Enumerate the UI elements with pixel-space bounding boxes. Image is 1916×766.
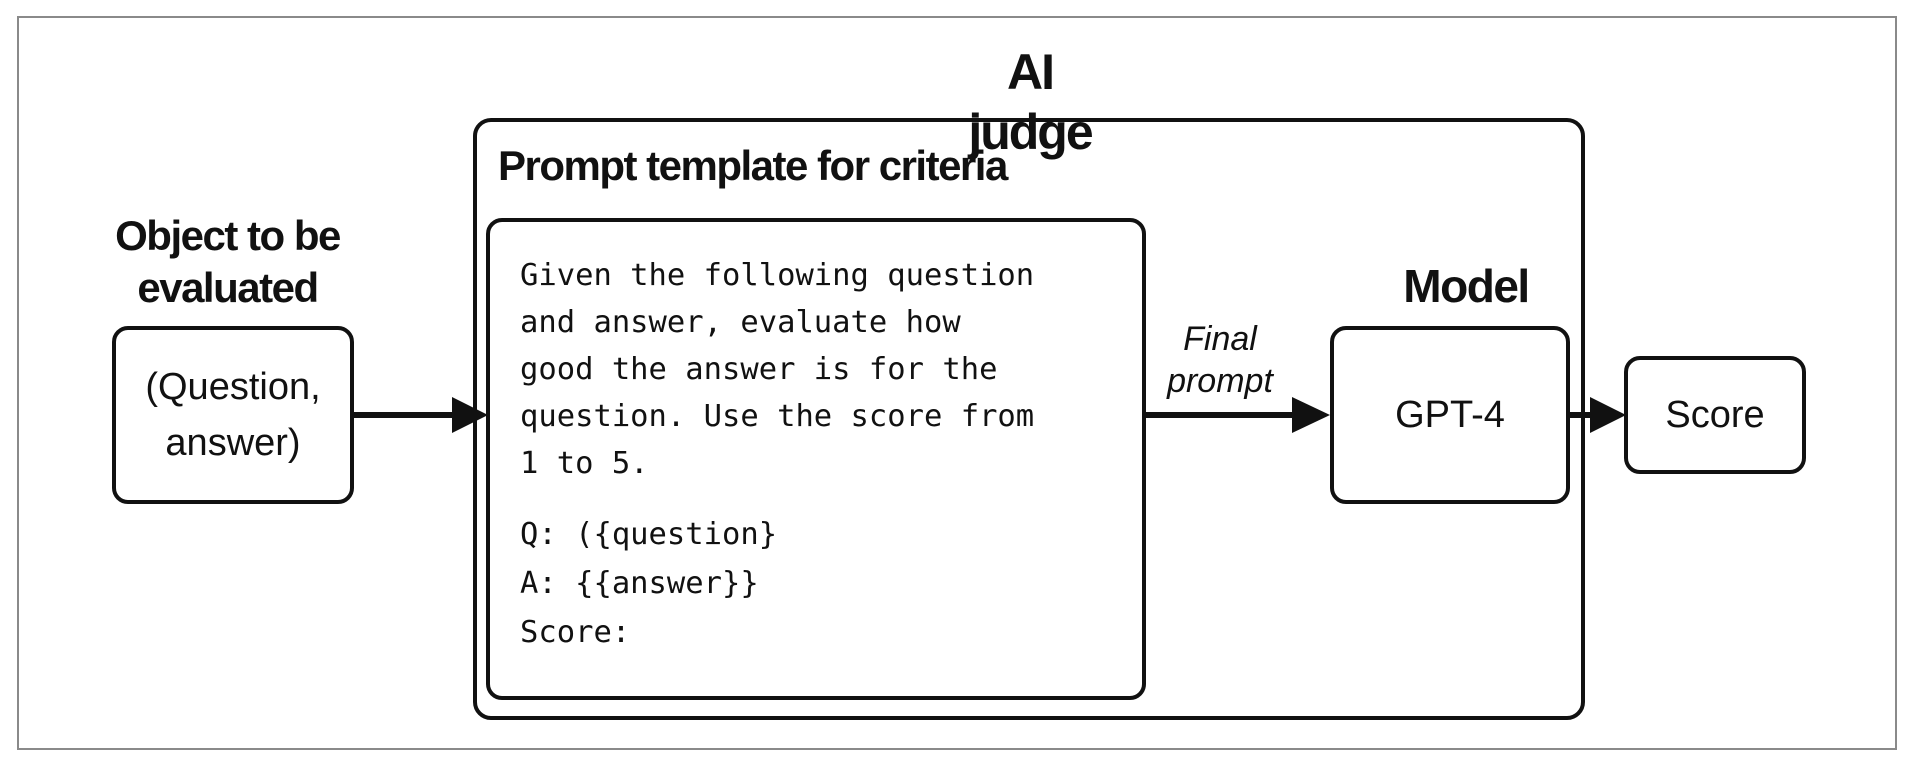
object-label: Object to be evaluated xyxy=(115,212,341,311)
object-line-answer: answer) xyxy=(165,422,301,464)
figure-frame xyxy=(17,16,1897,750)
model-name: GPT-4 xyxy=(1395,393,1505,436)
arrow-template-to-model xyxy=(1146,397,1330,433)
diagram-title: AI judge xyxy=(968,44,1093,160)
model-label: Model xyxy=(1403,260,1530,312)
prompt-score-line: Score: xyxy=(520,615,631,650)
score-label: Score xyxy=(1665,393,1765,436)
model-box: GPT-4 xyxy=(1330,326,1570,504)
arrow-model-to-score xyxy=(1570,397,1626,433)
prompt-answer-line: A: {{answer}} xyxy=(520,566,759,601)
arrow-object-to-template xyxy=(354,397,488,433)
object-line-question: (Question, xyxy=(145,366,321,408)
prompt-question-line: Q: ({question} xyxy=(520,517,778,552)
prompt-instructions: Given the following question and answer,… xyxy=(520,258,1035,481)
object-box: (Question, answer) xyxy=(112,326,354,504)
final-prompt-label: Final prompt xyxy=(1167,320,1273,400)
template-heading: Prompt template for criteria xyxy=(498,142,1008,189)
prompt-template-box: Given the following question and answer,… xyxy=(486,218,1146,700)
